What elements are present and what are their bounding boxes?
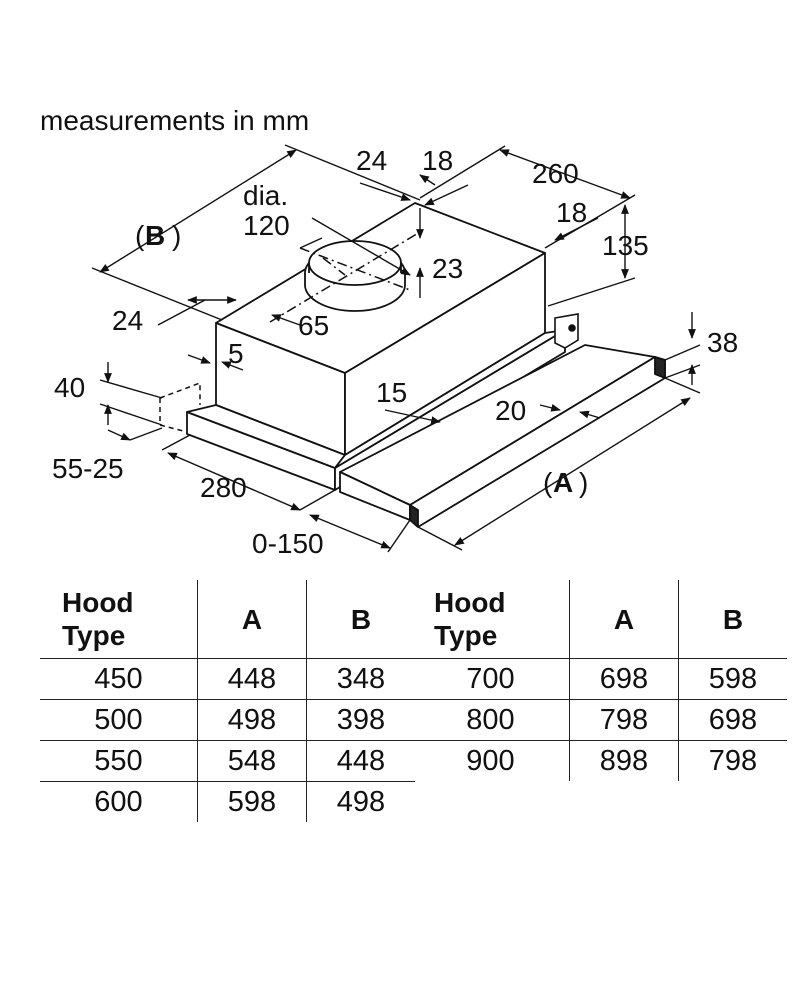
dim-18-right: 18 <box>556 197 587 228</box>
center-lines <box>269 231 421 323</box>
cell-type: 550 <box>40 740 198 782</box>
cell-type: 500 <box>40 699 198 741</box>
table-row: 450 448 348 <box>40 658 415 700</box>
dim-280: 280 <box>200 472 247 503</box>
cell-b: 798 <box>678 740 787 781</box>
hood-dimension-drawing: measurements in mm <box>40 105 738 559</box>
dim-24-top: 24 <box>356 145 387 176</box>
table-row: 500 498 398 <box>40 699 415 741</box>
cell-a: 898 <box>569 740 679 781</box>
label-a-open-paren: ( <box>543 467 553 498</box>
cell-a: 598 <box>197 781 307 822</box>
table-header-row: Hood Type A B <box>412 580 787 659</box>
header-a: A <box>569 580 679 659</box>
cell-b: 448 <box>306 740 415 782</box>
cell-type: 800 <box>412 699 570 741</box>
table-row: 550 548 448 <box>40 740 415 782</box>
cell-a: 548 <box>197 740 307 782</box>
dim-65: 65 <box>298 310 329 341</box>
label-b-open-paren: ( <box>135 220 145 251</box>
label-b: B <box>145 220 165 251</box>
cell-a: 698 <box>569 658 679 700</box>
header-type-line1: Hood <box>434 587 506 618</box>
cell-b: 398 <box>306 699 415 741</box>
label-a: A <box>553 467 573 498</box>
hood-size-table-left: Hood Type A B 450 448 348 500 498 398 55… <box>40 580 415 822</box>
cell-a: 498 <box>197 699 307 741</box>
dim-0-150: 0-150 <box>252 528 324 559</box>
table-row: 700 698 598 <box>412 658 787 700</box>
dim-135: 135 <box>602 230 649 261</box>
dim-55-25: 55-25 <box>52 453 124 484</box>
label-b-close-paren: ) <box>172 220 181 251</box>
dimension-labels: 24 18 260 dia. 120 18 135 23 65 24 5 38 … <box>52 145 738 559</box>
header-a: A <box>197 580 307 659</box>
dim-15: 15 <box>376 377 407 408</box>
cell-a: 798 <box>569 699 679 741</box>
dim-260: 260 <box>532 158 579 189</box>
header-hood-type: Hood Type <box>40 580 198 659</box>
slider-end-cap <box>654 356 666 379</box>
table-header-row: Hood Type A B <box>40 580 415 659</box>
cell-b: 698 <box>678 699 787 741</box>
duct-collar <box>304 240 406 312</box>
hood-size-table-right: Hood Type A B 700 698 598 800 798 698 90… <box>412 580 787 781</box>
dim-38: 38 <box>707 327 738 358</box>
table-row: 800 798 698 <box>412 699 787 741</box>
dim-dia-label: dia. <box>243 180 288 211</box>
dim-120: 120 <box>243 210 290 241</box>
cell-type: 600 <box>94 786 143 818</box>
slider-front-cap <box>409 504 419 528</box>
dim-40: 40 <box>54 372 85 403</box>
caption: measurements in mm <box>40 105 309 136</box>
table-row: 600 598 498 <box>40 781 415 822</box>
header-hood-type: Hood Type <box>412 580 570 659</box>
cell-type: 450 <box>40 658 198 700</box>
cell-b: 598 <box>678 658 787 700</box>
header-b: B <box>306 580 415 659</box>
header-type-line1: Hood <box>62 587 134 618</box>
cell-type: 900 <box>466 745 515 777</box>
dimension-lines <box>91 144 701 553</box>
header-type-line2: Type <box>62 620 126 651</box>
table-row: 900 898 798 <box>412 740 787 781</box>
dim-20: 20 <box>495 395 526 426</box>
dim-5: 5 <box>228 338 244 369</box>
cell-type: 700 <box>412 658 570 700</box>
cell-a: 448 <box>197 658 307 700</box>
dim-24-left: 24 <box>112 305 143 336</box>
cell-b: 498 <box>306 781 415 822</box>
rear-bracket <box>554 313 579 349</box>
header-b: B <box>678 580 787 659</box>
dim-23: 23 <box>432 253 463 284</box>
cell-b: 348 <box>306 658 415 700</box>
header-type-line2: Type <box>434 620 498 651</box>
dim-18-top: 18 <box>422 145 453 176</box>
label-a-close-paren: ) <box>579 467 588 498</box>
